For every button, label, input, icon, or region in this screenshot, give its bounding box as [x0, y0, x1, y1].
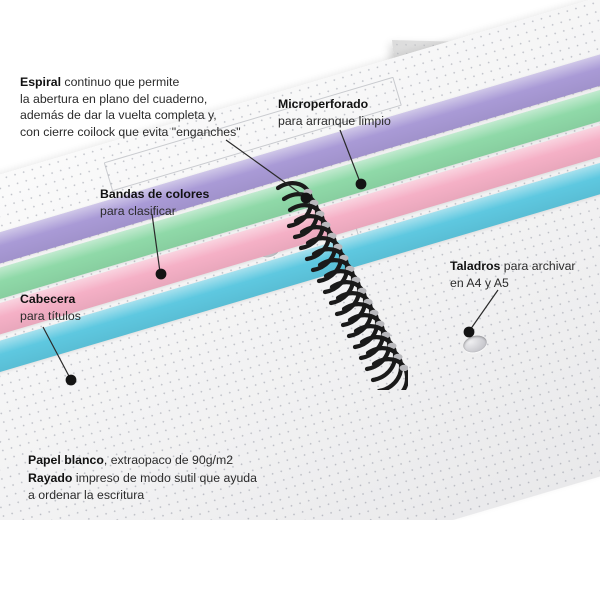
callout-title-cabecera: Cabecera: [20, 292, 76, 306]
callout-title-espiral: Espiral: [20, 75, 62, 89]
callout-bandas-line1: para clasificar: [100, 203, 176, 218]
callout-papel: Papel blanco, extraopaco de 90g/m2 Rayad…: [28, 452, 328, 505]
callout-taladros: Taladros para archivar en A4 y A5: [450, 258, 600, 291]
callout-espiral: Espiral continuo que permite la abertura…: [20, 74, 270, 140]
callout-papel-line2: impreso de modo sutil que ayuda: [72, 470, 257, 485]
callout-espiral-line2: la abertura en plano del cuaderno,: [20, 91, 208, 106]
callout-cabecera-line1: para títulos: [20, 308, 81, 323]
callout-espiral-line4: con cierre coilock que evita "enganches": [20, 124, 241, 139]
callout-espiral-line1: continuo que permite: [61, 75, 180, 89]
callout-title-bandas: Bandas de colores: [100, 187, 210, 201]
callout-taladros-line1: para archivar: [500, 259, 576, 273]
callout-microperforado-line1: para arranque limpio: [278, 113, 391, 128]
callout-papel-line3: a ordenar la escritura: [28, 488, 145, 502]
callout-microperforado: Microperforado para arranque limpio: [278, 96, 438, 129]
product-photo: [0, 0, 600, 520]
callout-title-rayado: Rayado: [28, 470, 73, 485]
callout-bandas: Bandas de colores para clasificar: [100, 186, 280, 219]
spiral-coil: [275, 181, 408, 390]
callout-espiral-line3: además de dar la vuelta completa y,: [20, 108, 217, 123]
callout-title-papel: Papel blanco: [28, 453, 104, 467]
callout-title-taladros: Taladros: [450, 259, 501, 273]
callout-cabecera: Cabecera para títulos: [20, 291, 170, 324]
callout-title-microperforado: Microperforado: [278, 97, 369, 111]
callout-taladros-line2: en A4 y A5: [450, 275, 509, 290]
callout-papel-line1: , extraopaco de 90g/m2: [103, 453, 234, 467]
